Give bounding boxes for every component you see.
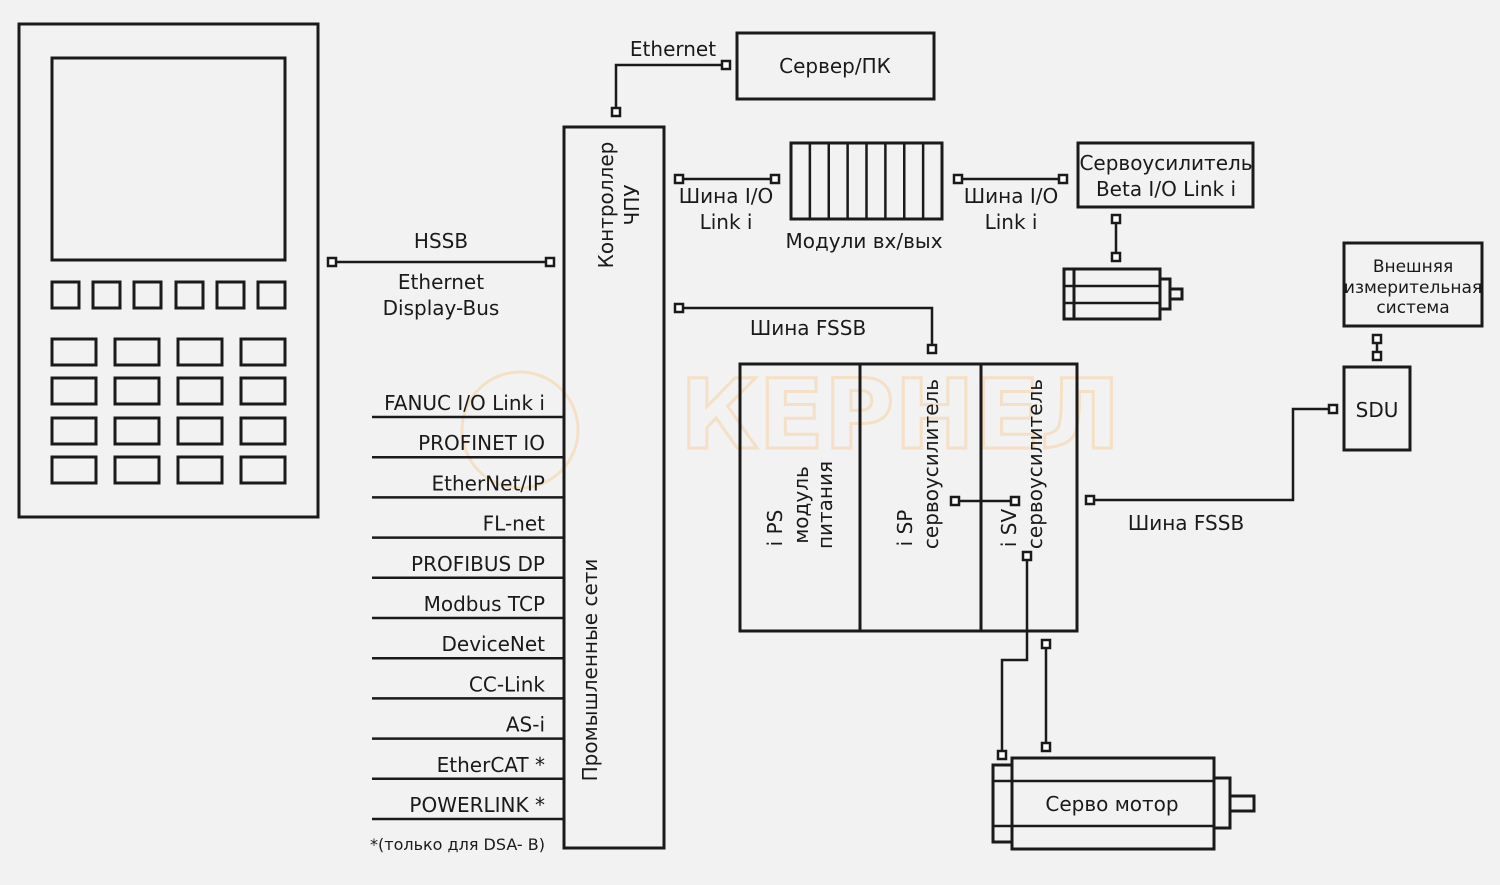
hmi-screen xyxy=(50,56,287,262)
hmi-panel xyxy=(17,22,320,519)
hmi-softkey xyxy=(256,280,287,310)
network-label: PROFIBUS DP xyxy=(411,552,545,576)
hmi-softkey xyxy=(50,280,81,310)
hssb-label: HSSB xyxy=(414,229,468,253)
hmi-softkey xyxy=(174,280,205,310)
hmi-key xyxy=(113,376,161,406)
hmi-key xyxy=(239,416,287,446)
sv-line-2: сервоусилитель xyxy=(1023,379,1047,549)
hmi-softkey xyxy=(91,280,122,310)
external-line-1: Внешняя xyxy=(1373,257,1453,277)
io-bus-left-1: Шина I/O xyxy=(679,184,773,208)
footnote: *(только для DSA- B) xyxy=(370,835,545,854)
network-label: EtherCAT * xyxy=(437,753,545,777)
network-label: CC-Link xyxy=(469,672,546,696)
sdu-label: SDU xyxy=(1356,398,1399,422)
network-label: EtherNet/IP xyxy=(432,471,546,495)
io-link-left: Шина I/O Link i xyxy=(673,173,781,234)
fssb-right-link: Шина FSSB xyxy=(1084,403,1339,535)
hmi-key xyxy=(176,455,224,485)
io-bus-left-2: Link i xyxy=(700,210,753,234)
watermark-text: КЕРНЕЛ xyxy=(680,359,1120,471)
display-bus-label: Display-Bus xyxy=(383,296,500,320)
hmi-softkey xyxy=(215,280,246,310)
motor-wiring xyxy=(996,550,1052,761)
io-link-right: Шина I/O Link i xyxy=(952,173,1069,234)
external-measuring-system: Внешняя измерительная система xyxy=(1342,241,1484,328)
io-modules: Модули вх/вых xyxy=(785,141,944,253)
hmi-key xyxy=(113,416,161,446)
watermark: КЕРНЕЛ xyxy=(460,358,1122,490)
fssb-right-label: Шина FSSB xyxy=(1128,511,1244,535)
sp-line-2: сервоусилитель xyxy=(919,379,943,549)
fssb-top-link: Шина FSSB xyxy=(673,302,938,355)
servo-motor: Серво мотор xyxy=(991,756,1256,851)
beta-amp-line-2: Beta I/O Link i xyxy=(1096,177,1236,201)
fssb-top-label: Шина FSSB xyxy=(750,316,866,340)
network-label: Modbus TCP xyxy=(424,592,545,616)
industrial-networks: FANUC I/O Link i PROFINET IO EtherNet/IP FL… xyxy=(372,391,564,821)
drive-block: i PS модуль питания i SP сервоусилитель … xyxy=(738,362,1079,633)
external-line-2: измерительная xyxy=(1344,278,1482,298)
cnc-label-2: ЧПУ xyxy=(620,185,644,226)
io-bus-right-1: Шина I/O xyxy=(964,184,1058,208)
server-label: Сервер/ПК xyxy=(779,54,891,78)
cnc-label-1: Контроллер xyxy=(594,142,618,269)
hssb-link: HSSB Ethernet Display-Bus xyxy=(326,229,556,320)
networks-label: Промышленные сети xyxy=(578,559,602,782)
hmi-key xyxy=(239,455,287,485)
ps-line-3: питания xyxy=(813,461,837,549)
hmi-key xyxy=(176,376,224,406)
small-motor xyxy=(1062,267,1184,321)
server-link: Ethernet xyxy=(610,37,732,118)
io-bus-right-2: Link i xyxy=(985,210,1038,234)
network-label: AS-i xyxy=(506,713,545,737)
hmi-key xyxy=(113,455,161,485)
hmi-key xyxy=(239,337,287,367)
hmi-key xyxy=(50,416,98,446)
network-label: FANUC I/O Link i xyxy=(384,391,545,415)
hmi-softkey xyxy=(132,280,163,310)
sp-line-1: i SP xyxy=(893,510,917,547)
network-label: POWERLINK * xyxy=(409,793,545,817)
network-label: PROFINET IO xyxy=(418,431,545,455)
ps-line-1: i PS xyxy=(763,510,787,547)
hmi-key xyxy=(239,376,287,406)
external-line-3: система xyxy=(1376,298,1449,318)
hmi-key xyxy=(50,455,98,485)
cnc-controller: Контроллер ЧПУ Промышленные сети xyxy=(562,125,666,850)
io-modules-label: Модули вх/вых xyxy=(785,229,942,253)
servo-motor-label: Серво мотор xyxy=(1045,792,1178,816)
hmi-key xyxy=(176,337,224,367)
ethernet-label: Ethernet xyxy=(398,270,484,294)
beta-amp-line-1: Сервоусилитель xyxy=(1079,151,1252,175)
sv-line-1: i SV xyxy=(997,509,1021,548)
hmi-key xyxy=(113,337,161,367)
hmi-keypad xyxy=(50,280,287,485)
network-label: DeviceNet xyxy=(441,632,545,656)
network-label: FL-net xyxy=(483,512,545,536)
ps-line-2: модуль xyxy=(789,466,813,544)
beta-amplifier: Сервоусилитель Beta I/O Link i xyxy=(1076,141,1255,263)
server-link-label: Ethernet xyxy=(630,37,716,61)
server-box: Сервер/ПК xyxy=(735,31,936,101)
hmi-key xyxy=(176,416,224,446)
sdu-box: SDU xyxy=(1342,333,1412,452)
hmi-key xyxy=(50,337,98,367)
hmi-key xyxy=(50,376,98,406)
